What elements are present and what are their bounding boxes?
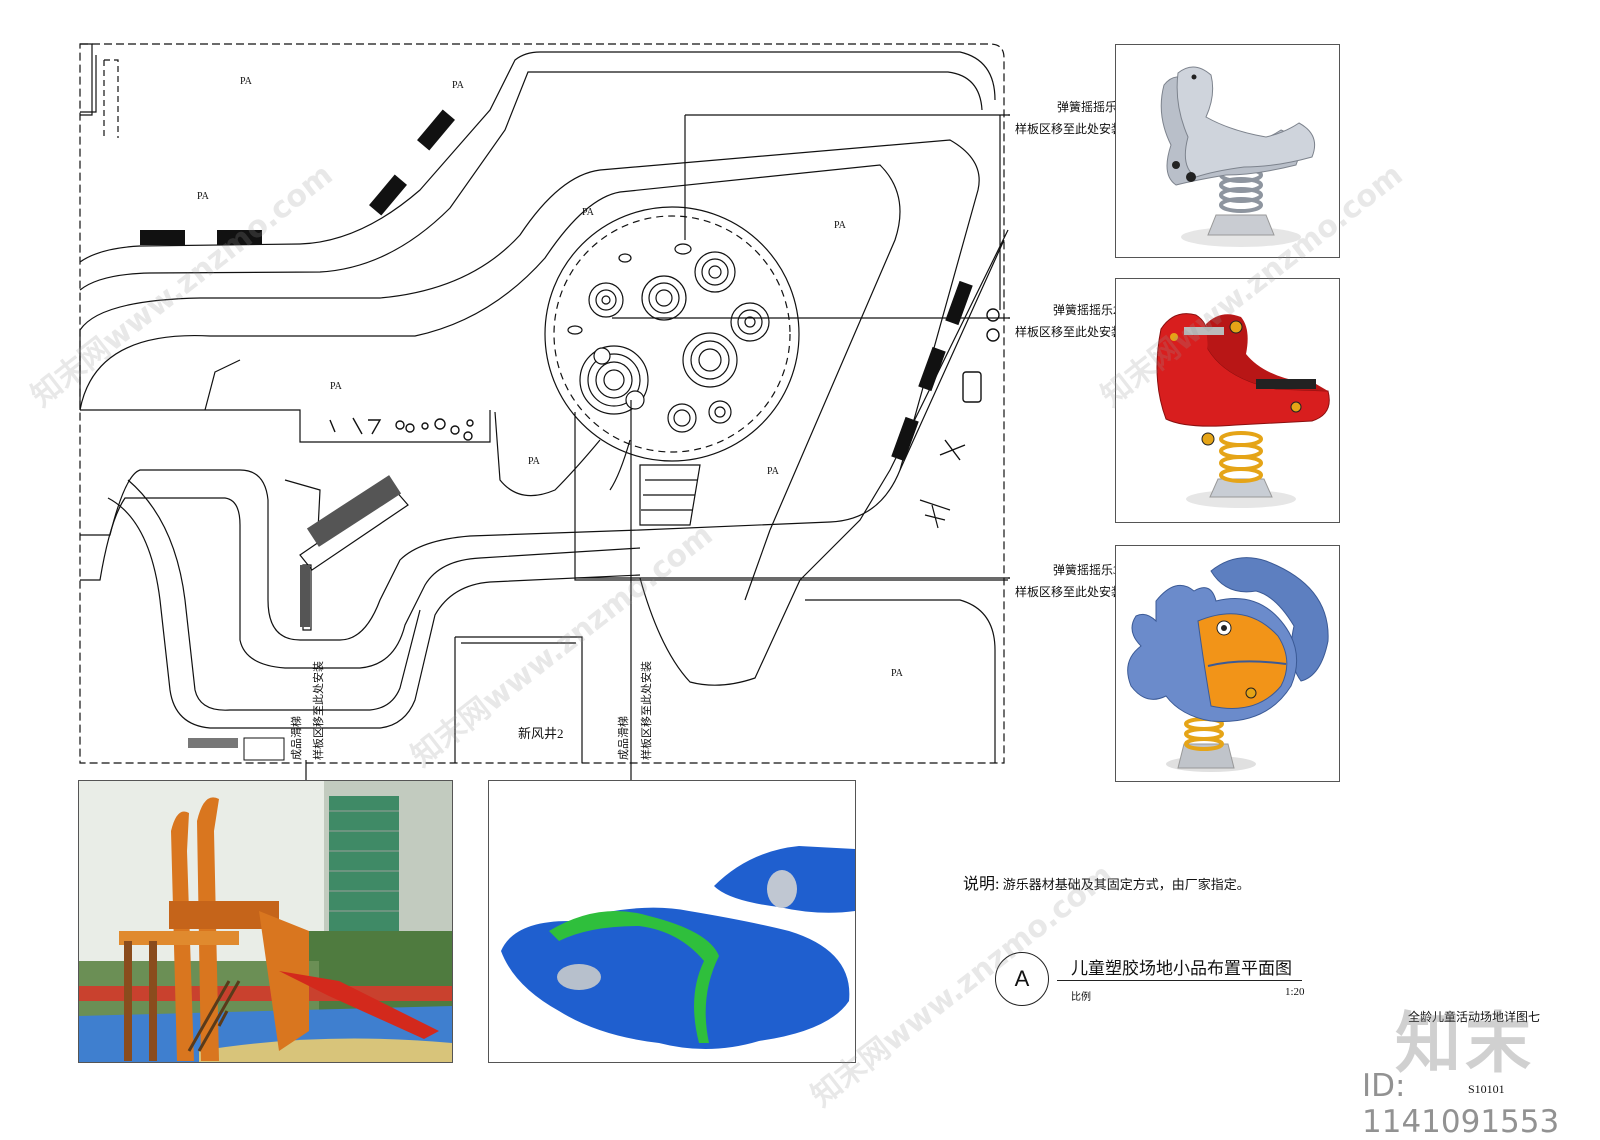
area-label: PA: [452, 80, 465, 91]
area-label: PA: [834, 220, 847, 231]
callout-spring-rider-2: 弹簧摇摇乐2 样板区移至此处安装: [1015, 303, 1123, 339]
area-label: PA: [240, 76, 253, 87]
callout-name: 弹簧摇摇乐1: [1057, 100, 1124, 114]
site-plan: PA PA PA PA PA PA PA PA PA 新风井2 成品滑梯 样板区…: [79, 43, 1010, 780]
giraffe-slide-photo: [78, 780, 453, 1063]
area-label: PA: [582, 207, 595, 218]
drawing-title: 儿童塑胶场地小品布置平面图: [1071, 959, 1292, 978]
left-slide-note-2: 样板区移至此处安装: [311, 661, 325, 760]
note-label: 说明:: [963, 876, 1000, 893]
sheet-number: S10101: [1468, 1082, 1505, 1096]
shaft-label: 新风井2: [518, 726, 564, 741]
note-text: 游乐器材基础及其固定方式，由厂家指定。: [1002, 877, 1250, 892]
building-stub: [80, 43, 93, 116]
scale-value: 1:20: [1285, 986, 1305, 998]
callout-name: 弹簧摇摇乐2: [1053, 303, 1120, 317]
title-underline: [1057, 980, 1302, 981]
lower-winding-path: [80, 469, 641, 641]
area-label: PA: [528, 456, 541, 467]
upper-path: [79, 51, 996, 263]
seal-spring-rider-image: [1115, 44, 1340, 258]
brand-watermark: 知末: [1395, 1005, 1535, 1082]
callout-note: 样板区移至此处安装: [1015, 585, 1124, 599]
central-play-circle: [544, 206, 800, 462]
left-slide-note-1: 成品滑梯: [290, 716, 303, 760]
area-label: PA: [891, 668, 904, 679]
area-label: PA: [197, 191, 210, 202]
right-slide-note-2: 样板区移至此处安装: [639, 661, 653, 760]
horse-spring-rider-image: [1115, 278, 1340, 523]
callout-name: 弹簧摇摇乐3: [1053, 563, 1120, 577]
area-label: PA: [330, 381, 343, 392]
general-note: 说明: 游乐器材基础及其固定方式，由厂家指定。: [963, 870, 1250, 894]
scale-label: 比例: [1071, 992, 1091, 1003]
callout-spring-rider-3: 弹簧摇摇乐3 样板区移至此处安装: [1015, 563, 1123, 599]
detail-letter: A: [995, 952, 1049, 1006]
sheet-reference: 全龄儿童活动场地详图七: [1408, 1010, 1541, 1024]
callout-note: 样板区移至此处安装: [1015, 325, 1124, 339]
blue-mound-image: [488, 780, 856, 1063]
image-id: ID: 1141091553: [1362, 1068, 1560, 1140]
fish-spring-rider-image: [1115, 545, 1340, 782]
right-slide-note-1: 成品滑梯: [617, 716, 630, 760]
callout-note: 样板区移至此处安装: [1015, 122, 1124, 136]
drawing-title-block: A 儿童塑胶场地小品布置平面图 比例 1:20: [995, 950, 1315, 1010]
area-label: PA: [767, 466, 780, 477]
callout-spring-rider-1: 弹簧摇摇乐1 样板区移至此处安装: [1015, 100, 1124, 136]
